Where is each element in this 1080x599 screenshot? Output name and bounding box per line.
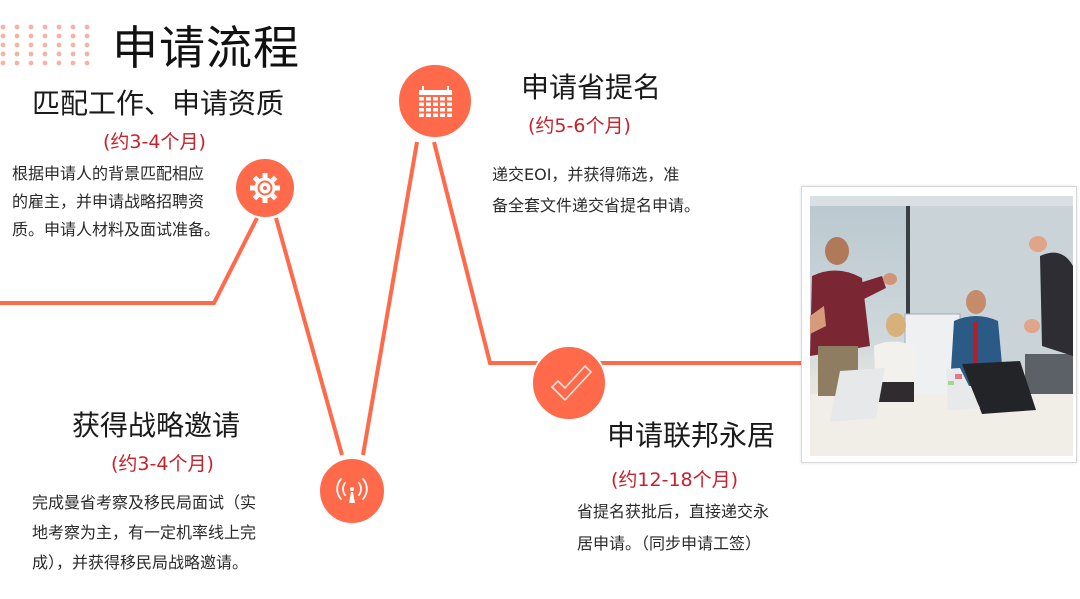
description-line: 质。申请人材料及面试准备。 (12, 220, 221, 239)
description-line: 的雇主，并申请战略招聘资 (12, 192, 205, 211)
description-line: 完成曼省考察及移民局面试（实 (32, 493, 257, 512)
team-celebration-photo-frame (801, 186, 1077, 463)
description-line: 成），并获得移民局战略邀请。 (32, 553, 249, 572)
description-line: 地考察为主，有一定机率线上完 (32, 523, 257, 542)
checkmark-icon (531, 345, 607, 421)
step-title-match-job: 匹配工作、申请资质 (32, 87, 285, 120)
step-duration-match-job: (约3-4个月) (103, 131, 206, 153)
step-title-strategic-invitation: 获得战略邀请 (72, 409, 241, 442)
description-line: 递交EOI，并获得筛选，准 (492, 165, 680, 184)
gear-icon (234, 157, 296, 219)
page-title: 申请流程 (112, 21, 300, 75)
step-title-federal-pr: 申请联邦永居 (607, 419, 776, 452)
step-duration-provincial-nomination: (约5-6个月) (528, 115, 631, 137)
description-line: 省提名获批后，直接递交永 (577, 502, 770, 521)
photo-illustration (810, 196, 1073, 456)
description-line: 备全套文件递交省提名申请。 (492, 196, 701, 215)
dot-grid-decoration (0, 24, 90, 66)
step-duration-federal-pr: (约12-18个月) (611, 469, 739, 491)
step-description-provincial-nomination: 递交EOI，并获得筛选，准 备全套文件递交省提名申请。 (492, 159, 752, 221)
description-line: 根据申请人的背景匹配相应 (12, 164, 205, 183)
step-title-provincial-nomination: 申请省提名 (521, 71, 662, 104)
step-description-match-job: 根据申请人的背景匹配相应 的雇主，并申请战略招聘资 质。申请人材料及面试准备。 (12, 160, 252, 244)
step-description-strategic-invitation: 完成曼省考察及移民局面试（实 地考察为主，有一定机率线上完 成），并获得移民局战… (32, 488, 302, 578)
broadcast-antenna-icon (318, 457, 386, 525)
description-line: 居申请。（同步申请工签） (577, 534, 762, 553)
calendar-icon (397, 63, 473, 139)
step-description-federal-pr: 省提名获批后，直接递交永 居申请。（同步申请工签） (577, 496, 817, 560)
step-duration-strategic-invitation: (约3-4个月) (111, 453, 214, 475)
team-celebration-photo (810, 196, 1073, 456)
